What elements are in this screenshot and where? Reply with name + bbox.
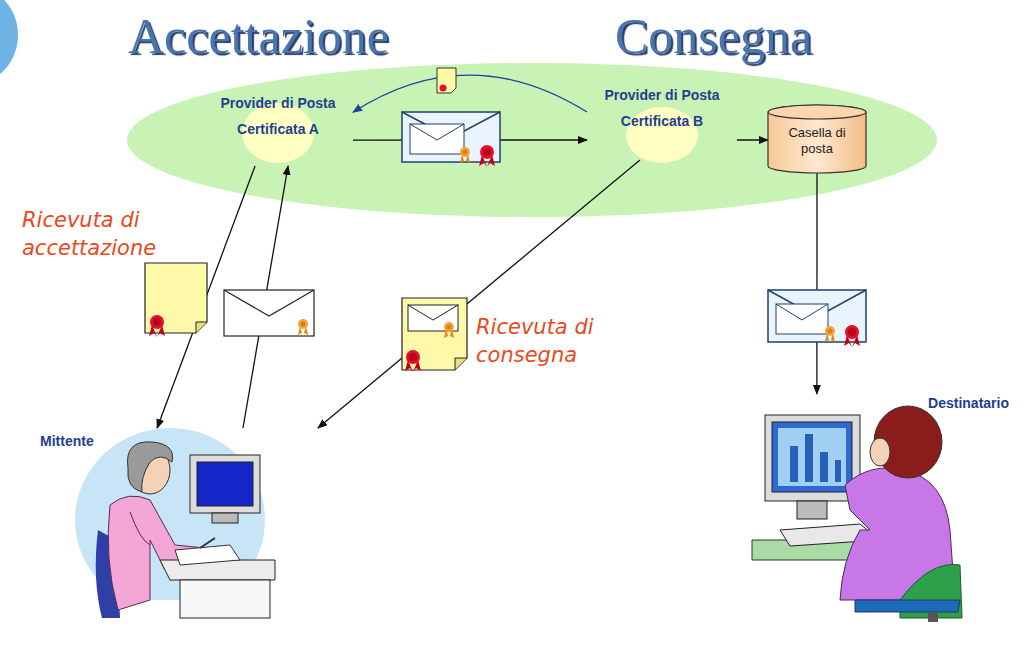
mailbox-cylinder: Casella di posta (768, 105, 866, 173)
delivered-envelope (768, 290, 866, 347)
flow-arrow (353, 75, 587, 112)
small-receipt (437, 68, 456, 93)
flow-arrow (318, 160, 640, 428)
corner-disc (0, 0, 18, 85)
node-label: Provider di Posta Certificata B (587, 80, 737, 134)
signed-envelope (224, 290, 314, 336)
receipt-label: Ricevuta di accettazione (22, 206, 187, 262)
recipient-node: Destinatario (748, 394, 1015, 622)
receipt-label: Ricevuta di consegna (476, 313, 616, 369)
flow-arrow (816, 173, 817, 394)
node-label: Mittente (36, 428, 330, 450)
node-label: Casella di posta (768, 105, 866, 157)
node-label: Provider di Posta Certificata A (203, 88, 353, 142)
section-title: Consegna (615, 8, 812, 64)
recipient-figure (752, 406, 962, 622)
delivery-receipt-doc (402, 298, 467, 372)
flow-arrow (737, 139, 768, 140)
cylinder-top (768, 105, 866, 119)
provider-node: Provider di Posta Certificata A (203, 88, 353, 166)
sender-figure (75, 428, 280, 622)
pec-envelope (402, 112, 500, 167)
sender-node: Mittente (36, 428, 330, 622)
node-label: Destinatario (748, 394, 1015, 412)
pec-domain-band (127, 63, 937, 217)
provider-node: Provider di Posta Certificata B (587, 80, 737, 160)
acceptance-receipt-doc (145, 263, 207, 337)
section-title: Accettazione (128, 8, 389, 64)
cylinder-body (768, 105, 866, 173)
